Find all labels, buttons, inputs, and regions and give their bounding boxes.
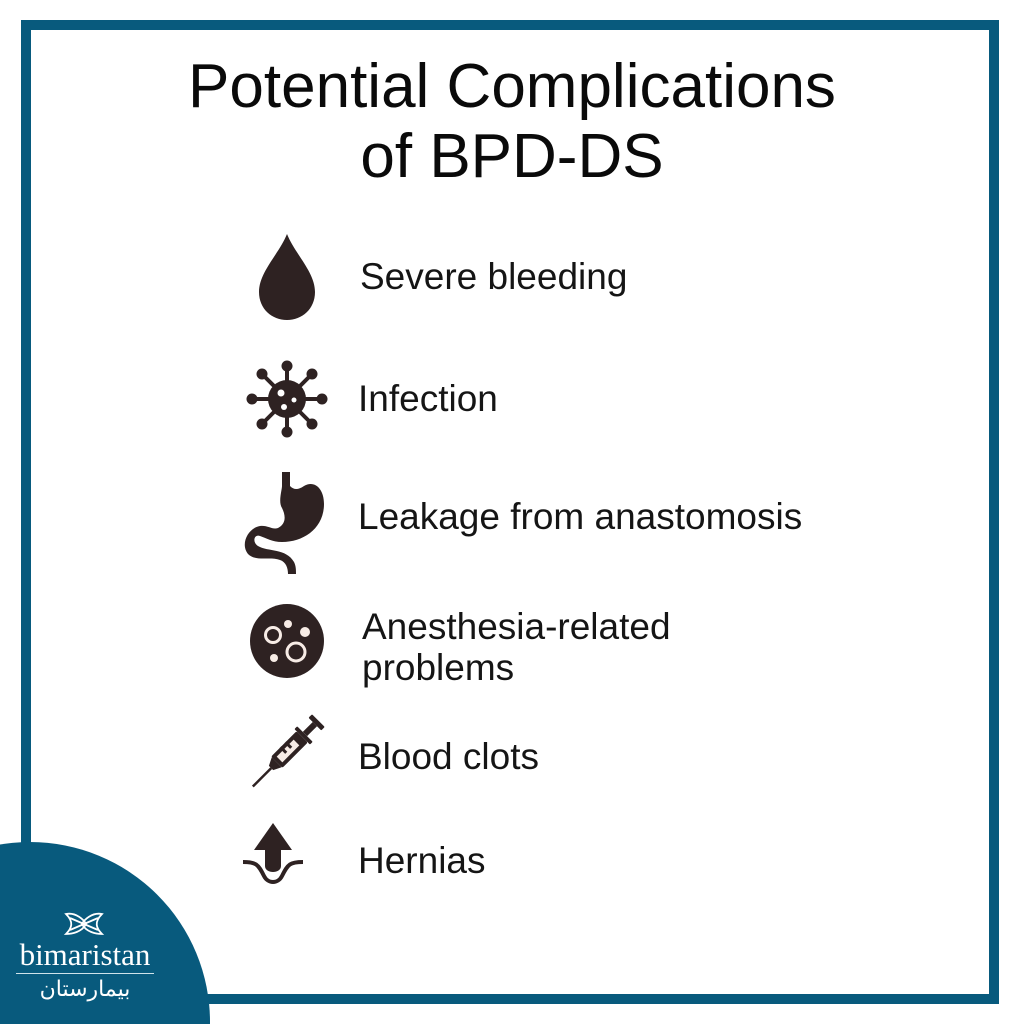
cells-circle-icon bbox=[250, 604, 324, 678]
title-line-2: of BPD-DS bbox=[360, 122, 664, 191]
stomach-icon bbox=[244, 472, 324, 574]
syringe-icon bbox=[251, 714, 325, 788]
page-title: Potential Complications of BPD-DS bbox=[0, 52, 1024, 192]
complication-label-anesthesia: Anesthesia-related problems bbox=[362, 606, 671, 688]
butterfly-logo-icon bbox=[63, 912, 105, 935]
complication-label-infection: Infection bbox=[358, 378, 498, 419]
anesthesia-label-line-2: problems bbox=[362, 647, 515, 688]
complication-label-severe-bleeding: Severe bleeding bbox=[360, 256, 628, 297]
complication-label-leakage: Leakage from anastomosis bbox=[358, 496, 803, 537]
anesthesia-label-line-1: Anesthesia-related bbox=[362, 606, 671, 647]
virus-icon bbox=[246, 360, 328, 438]
hernia-arrow-icon bbox=[242, 823, 304, 884]
brand-name-arabic: بيمارستان bbox=[39, 977, 131, 1002]
complication-label-blood-clots: Blood clots bbox=[358, 736, 539, 777]
complication-label-hernias: Hernias bbox=[358, 840, 486, 881]
brand-name: bimaristan bbox=[16, 938, 154, 974]
title-line-1: Potential Complications bbox=[188, 52, 836, 121]
brand-corner-shape bbox=[0, 842, 212, 1024]
border-frame bbox=[21, 20, 999, 1004]
blood-drop-icon bbox=[259, 234, 315, 320]
